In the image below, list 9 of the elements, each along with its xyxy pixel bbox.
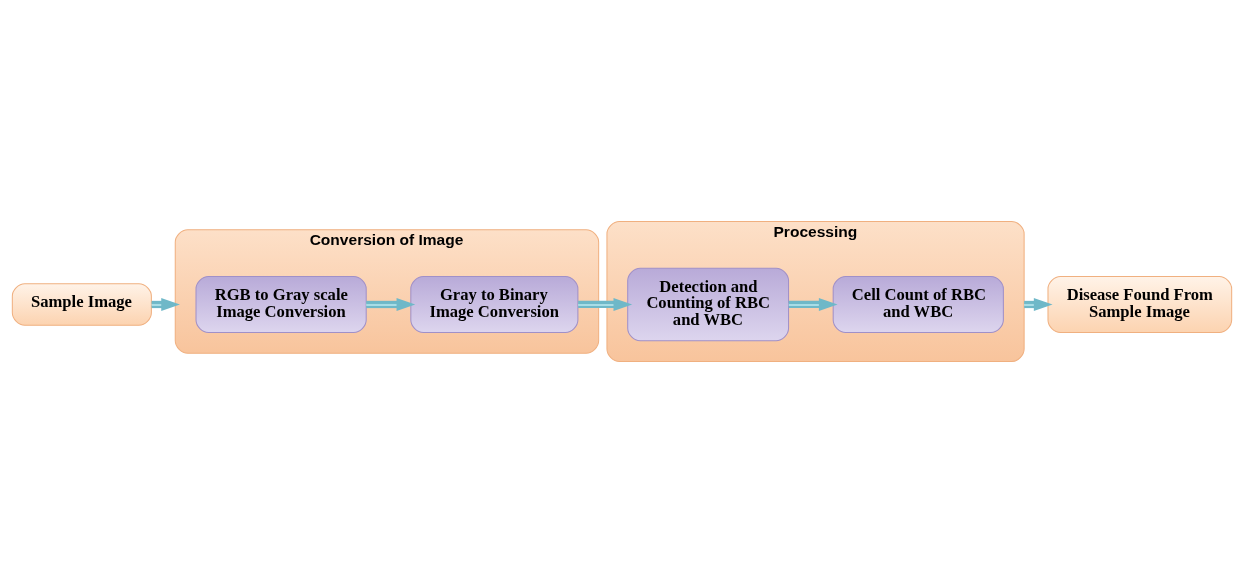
node-box: RGB to Gray scale Image Conversion (195, 275, 367, 333)
arrow (366, 297, 416, 312)
arrow (578, 297, 633, 312)
node-box: Cell Count of RBC and WBC (832, 275, 1004, 333)
node-box: Detection and Counting of RBC and WBC (627, 267, 790, 342)
node-box: Disease Found From Sample Image (1047, 275, 1233, 333)
node-box: Gray to Binary Image Conversion (410, 275, 579, 333)
arrow (788, 297, 838, 312)
node-box: Sample Image (11, 283, 152, 326)
